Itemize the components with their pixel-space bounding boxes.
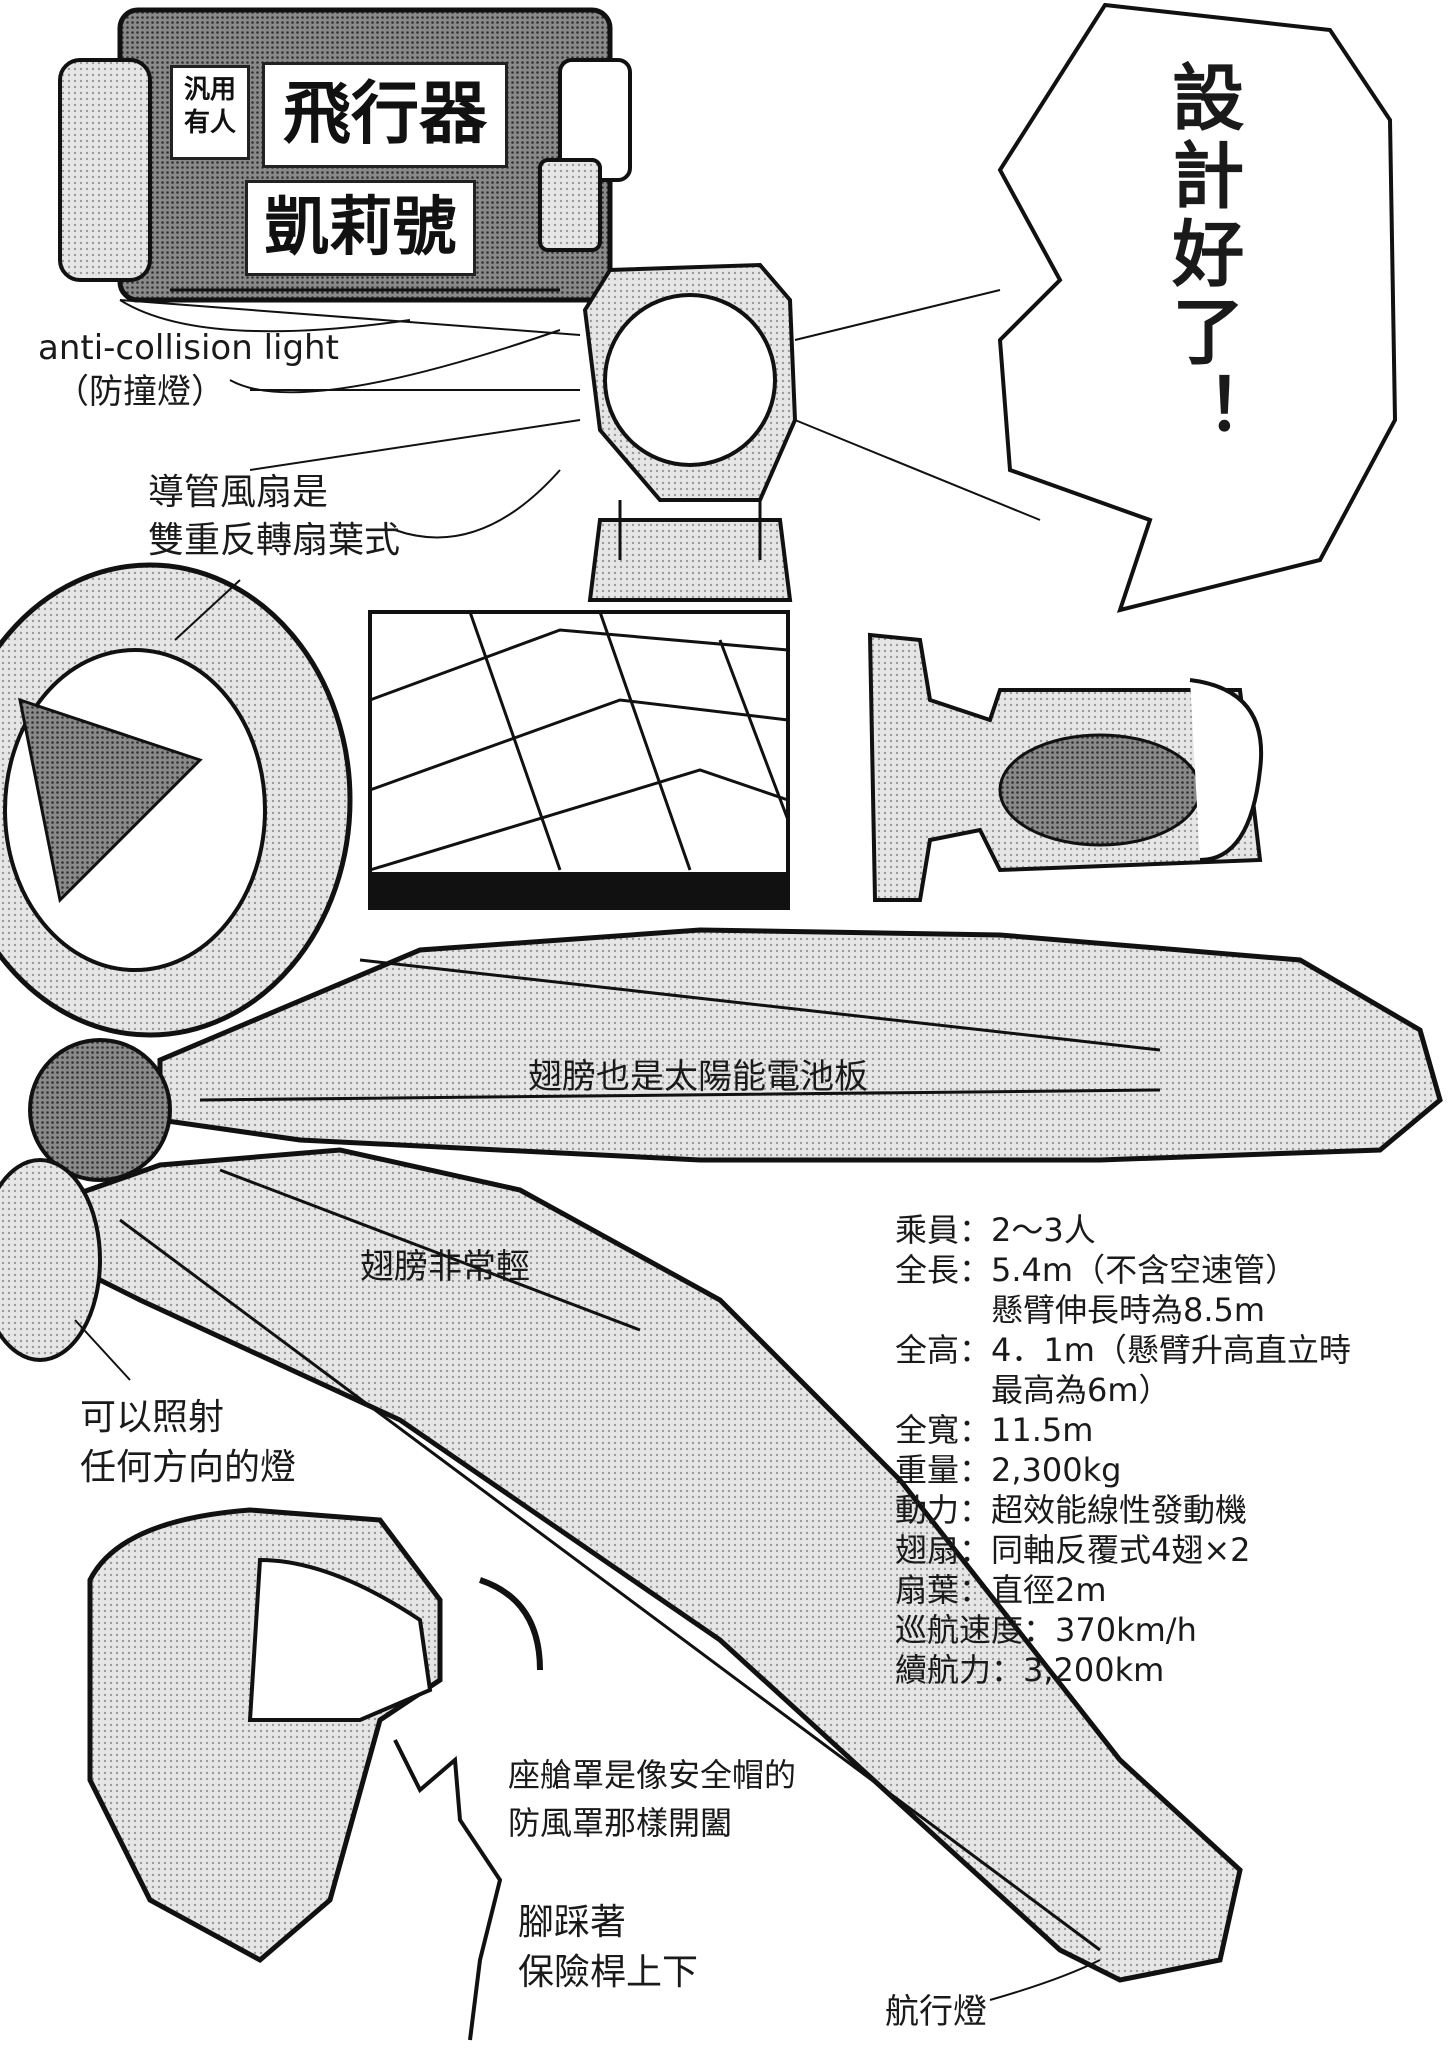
spec-line: 乘員：2～3人: [895, 1211, 1096, 1249]
title-line2: 凱莉號: [245, 180, 476, 276]
title-line2-text: 凱莉號: [264, 191, 457, 265]
canopy-drawing: [87, 1507, 543, 2041]
spec-line: 扇葉：直徑2m: [895, 1571, 1107, 1609]
label-nav-light: 航行燈: [885, 1992, 987, 2032]
label-canopy-2: 防風罩那樣開闔: [508, 1804, 733, 1842]
spec-line: 巡航速度：370km/h: [895, 1611, 1197, 1649]
spec-line: 最高為6m）: [895, 1371, 1171, 1409]
title-line1: 飛行器: [262, 62, 508, 168]
spec-line: 動力：超效能線性發動機: [895, 1491, 1248, 1529]
speech-text: 設計好了！: [1159, 60, 1244, 450]
spec-list: 乘員：2～3人 全長：5.4m（不含空速管） 懸臂伸長時為8.5m 全高：4．1…: [895, 1210, 1435, 1690]
label-lamp-1: 可以照射: [80, 1397, 225, 1438]
label-pedal-2: 保險桿上下: [518, 1952, 699, 1993]
duct-fan-drawing: [0, 562, 353, 1038]
spec-line: 全高：4．1m（懸臂升高直立時: [895, 1331, 1351, 1369]
label-fan-2: 雙重反轉扇葉式: [148, 520, 401, 561]
cockpit-front-view: [119, 262, 1041, 602]
spec-line: 全寬：11.5m: [895, 1411, 1094, 1449]
label-anti-collision: anti-collision light: [38, 328, 339, 368]
spec-line: 懸臂伸長時為8.5m: [895, 1291, 1266, 1329]
leader-line: [174, 579, 241, 641]
label-wing-light: 翅膀非常輕: [360, 1247, 530, 1287]
spec-line: 全長：5.4m（不含空速管）: [895, 1251, 1298, 1289]
label-anti-collision-zh: （防撞燈）: [55, 372, 225, 412]
leader-line: [394, 469, 561, 539]
hub-drawing: [0, 1038, 172, 1381]
leader-line: [989, 1959, 1101, 2001]
leader-line: [229, 329, 561, 394]
label-wing-solar: 翅膀也是太陽能電池板: [528, 1057, 868, 1097]
label-pedal-1: 腳踩著: [518, 1902, 627, 1943]
label-fan-1: 導管風扇是: [148, 472, 329, 513]
title-badge: 汎用有人: [170, 65, 250, 160]
title-badge-text: 汎用有人: [183, 75, 236, 138]
spec-line: 續航力：3,200km: [895, 1651, 1165, 1689]
label-lamp-2: 任何方向的燈: [80, 1447, 297, 1488]
solar-panel-closeup: [368, 610, 790, 910]
side-detail-drawing: [867, 632, 1264, 902]
spec-line: 翅扇：同軸反覆式4翅×2: [895, 1531, 1251, 1569]
upper-wing: [157, 927, 1443, 1163]
title-line1-text: 飛行器: [282, 75, 487, 154]
spec-line: 重量：2,300kg: [895, 1451, 1122, 1489]
lower-wing: [57, 1147, 1243, 1983]
speech-bubble: [997, 2, 1398, 613]
label-canopy-1: 座艙罩是像安全帽的: [508, 1756, 797, 1794]
leader-line: [119, 299, 411, 333]
